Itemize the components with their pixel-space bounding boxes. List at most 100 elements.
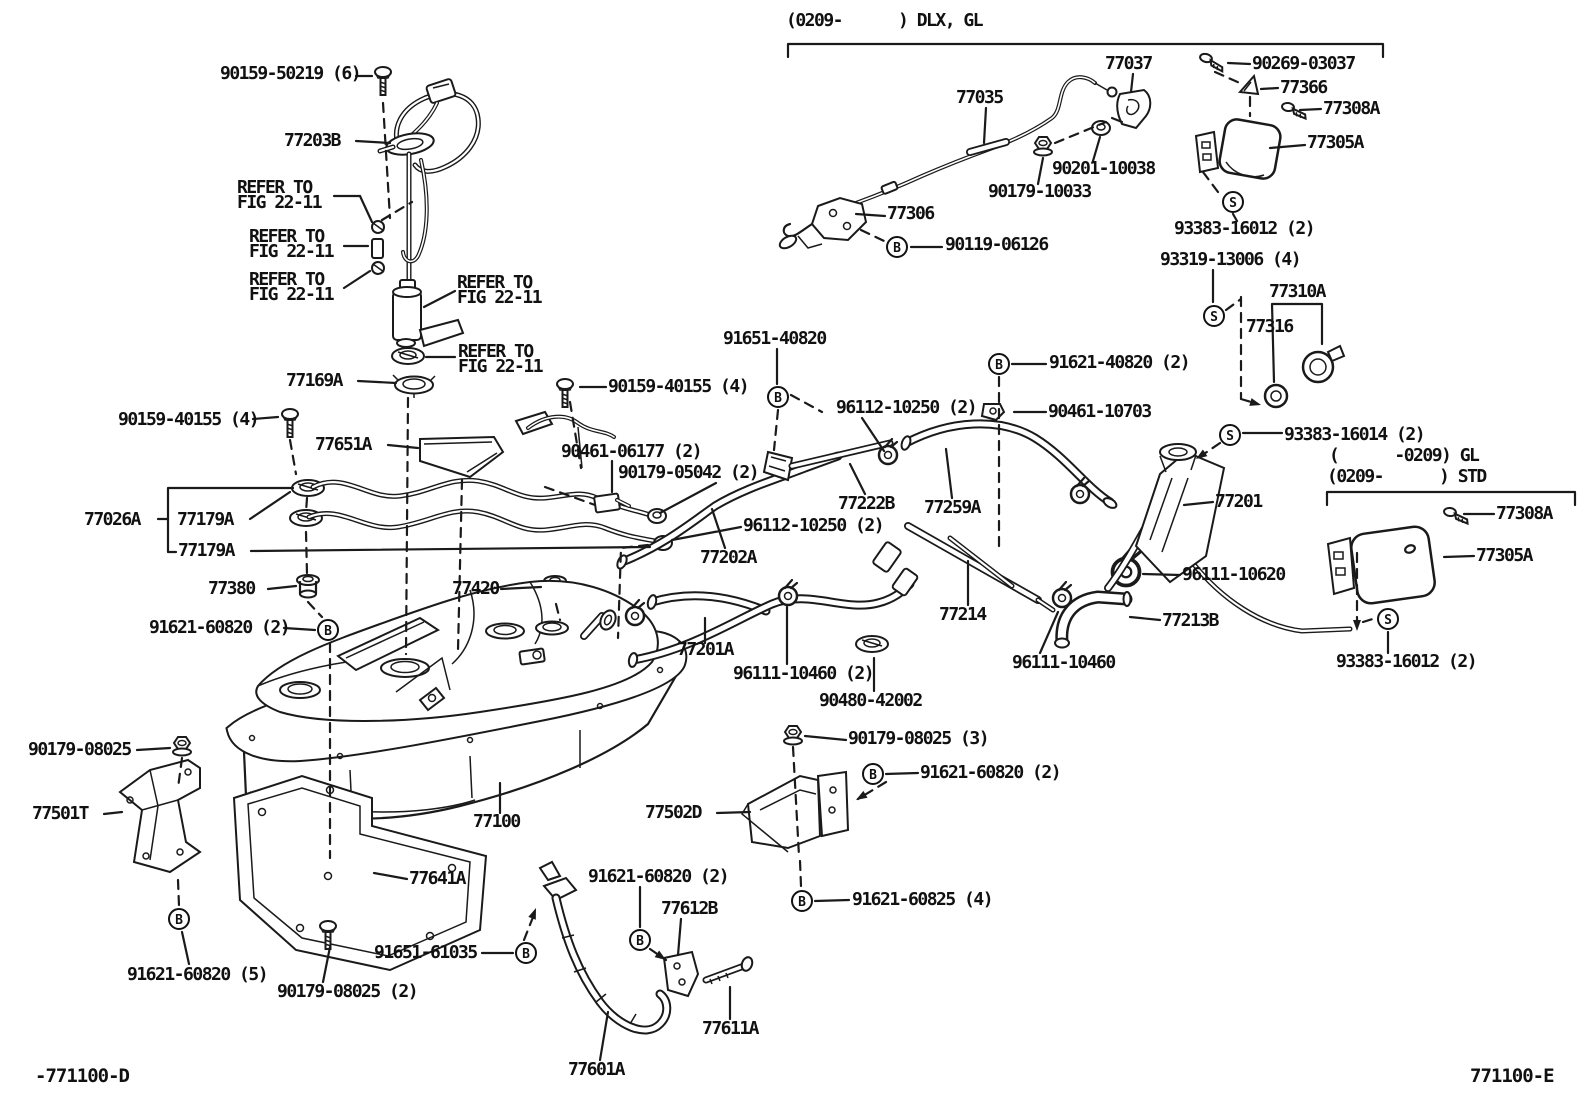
part-label-77310a: 77310A [1269, 281, 1327, 302]
leader-lines [102, 61, 1496, 1062]
fuel-lid-std-drawing [1326, 506, 1471, 605]
connector-s-circle: S [1377, 608, 1399, 630]
part-label-96111-10460: 96111-10460 [1012, 652, 1116, 673]
diagram-code-right: 771100-E [1470, 1065, 1555, 1087]
part-label-77380: 77380 [208, 578, 256, 599]
part-label-77308a: 77308A [1323, 98, 1381, 119]
part-label-90179-10033: 90179-10033 [988, 181, 1092, 202]
part-label-refer-to-fig-22-11: REFER TO FIG 22-11 [249, 226, 335, 262]
fuel-lid-cable-drawing [778, 51, 1309, 250]
part-label-77203b: 77203B [284, 130, 342, 151]
part-label-93383-16012-2: 93383-16012 (2) [1336, 651, 1478, 672]
part-label-refer-to-fig-22-11: REFER TO FIG 22-11 [249, 269, 335, 305]
part-label-91621-60820-2: 91621-60820 (2) [149, 617, 291, 638]
part-label-77213b: 77213B [1162, 610, 1220, 631]
part-label-refer-to-fig-22-11: REFER TO FIG 22-11 [457, 272, 543, 308]
connector-b-circle: B [168, 908, 190, 930]
part-label-96111-10620: 96111-10620 [1182, 564, 1286, 585]
part-label-91621-60820-5: 91621-60820 (5) [127, 964, 269, 985]
part-label-77169a: 77169A [286, 370, 344, 391]
connector-b-circle: B [988, 353, 1010, 375]
part-label-91621-60820-2: 91621-60820 (2) [920, 762, 1062, 783]
part-label-90201-10038: 90201-10038 [1052, 158, 1156, 179]
part-label-90461-06177-2: 90461-06177 (2) [561, 441, 703, 462]
part-label-refer-to-fig-22-11: REFER TO FIG 22-11 [458, 341, 544, 377]
part-label-77420: 77420 [452, 578, 500, 599]
part-label-77201: 77201 [1215, 491, 1263, 512]
connector-s-circle: S [1203, 305, 1225, 327]
connector-b-circle: B [515, 942, 537, 964]
part-label-77179a: 77179A [178, 540, 236, 561]
part-label-77366: 77366 [1280, 77, 1328, 98]
part-label-90159-40155-4: 90159-40155 (4) [608, 376, 750, 397]
tank-band-drawing [319, 860, 754, 1035]
part-label-91621-40820-2: 91621-40820 (2) [1049, 352, 1191, 373]
filler-pipe-drawing [1104, 443, 1353, 634]
part-label-90119-06126: 90119-06126 [945, 234, 1049, 255]
section-note-0209-dlx-gl: (0209- ) DLX, GL [786, 10, 984, 31]
part-label-77179a: 77179A [177, 509, 235, 530]
part-label-77037: 77037 [1105, 53, 1153, 74]
connector-b-circle: B [767, 386, 789, 408]
part-label-77641a: 77641A [409, 868, 467, 889]
part-label-96112-10250-2: 96112-10250 (2) [836, 397, 978, 418]
connector-b-circle: B [791, 890, 813, 912]
part-label-77611a: 77611A [702, 1018, 760, 1039]
part-label-91621-60825-4: 91621-60825 (4) [852, 889, 994, 910]
part-label-77601a: 77601A [568, 1059, 626, 1080]
part-label-77222b: 77222B [838, 493, 896, 514]
part-label-91621-60820-2: 91621-60820 (2) [588, 866, 730, 887]
connector-b-circle: B [317, 619, 339, 641]
part-label-refer-to-fig-22-11: REFER TO FIG 22-11 [237, 177, 323, 213]
bracket-77501t-drawing [118, 736, 202, 874]
part-label-90179-05042-2: 90179-05042 (2) [618, 462, 760, 483]
part-label-77306: 77306 [887, 203, 935, 224]
part-label-90269-03037: 90269-03037 [1252, 53, 1356, 74]
part-label-77651a: 77651A [315, 434, 373, 455]
part-label-77502d: 77502D [645, 802, 703, 823]
filler-cap-parts-drawing [1263, 302, 1346, 409]
part-label-77201a: 77201A [677, 639, 735, 660]
part-label-96112-10250-2: 96112-10250 (2) [743, 515, 885, 536]
bracket-77502d-drawing [741, 725, 850, 853]
dashed-lines [176, 70, 1378, 964]
connector-s-circle: S [1219, 424, 1241, 446]
fuel-tank-drawing [225, 579, 688, 820]
section-note-0209-gl: ( -0209) GL [1329, 445, 1480, 466]
section-bracket-lines [786, 42, 1577, 507]
part-label-77214: 77214 [939, 604, 987, 625]
part-label-93383-16014-2: 93383-16014 (2) [1284, 424, 1426, 445]
screw-90159-50219 [374, 66, 392, 96]
part-label-90480-42002: 90480-42002 [819, 690, 923, 711]
part-label-77612b: 77612B [661, 898, 719, 919]
part-label-77202a: 77202A [700, 547, 758, 568]
connector-s-circle: S [1222, 191, 1244, 213]
part-label-77026a: 77026A [84, 509, 142, 530]
part-label-90179-08025: 90179-08025 [28, 739, 132, 760]
diagram-code-left: -771100-D [35, 1065, 130, 1087]
section-note-0209-std: (0209- ) STD [1327, 466, 1487, 487]
connector-b-circle: B [886, 236, 908, 258]
part-label-90179-08025-3: 90179-08025 (3) [848, 728, 990, 749]
fuel-pump-assembly-drawing [371, 78, 481, 398]
connector-b-circle: B [629, 929, 651, 951]
part-label-77308a: 77308A [1496, 503, 1554, 524]
part-label-96111-10460-2: 96111-10460 (2) [733, 663, 875, 684]
part-label-91651-61035: 91651-61035 [374, 942, 478, 963]
tank-protector-drawing [232, 774, 488, 972]
part-label-77305a: 77305A [1476, 545, 1534, 566]
part-label-90179-08025-2: 90179-08025 (2) [277, 981, 419, 1002]
part-label-91651-40820: 91651-40820 [723, 328, 827, 349]
part-label-93383-16012-2: 93383-16012 (2) [1174, 218, 1316, 239]
part-label-77501t: 77501T [32, 803, 90, 824]
part-label-77259a: 77259A [924, 497, 982, 518]
connector-b-circle: B [862, 763, 884, 785]
fuel-hoses-drawing [616, 403, 1142, 668]
part-label-77100: 77100 [473, 811, 521, 832]
part-label-90159-40155-4: 90159-40155 (4) [118, 409, 260, 430]
part-label-77316: 77316 [1246, 316, 1294, 337]
part-label-90159-50219-6: 90159-50219 (6) [220, 63, 362, 84]
part-label-77305a: 77305A [1307, 132, 1365, 153]
